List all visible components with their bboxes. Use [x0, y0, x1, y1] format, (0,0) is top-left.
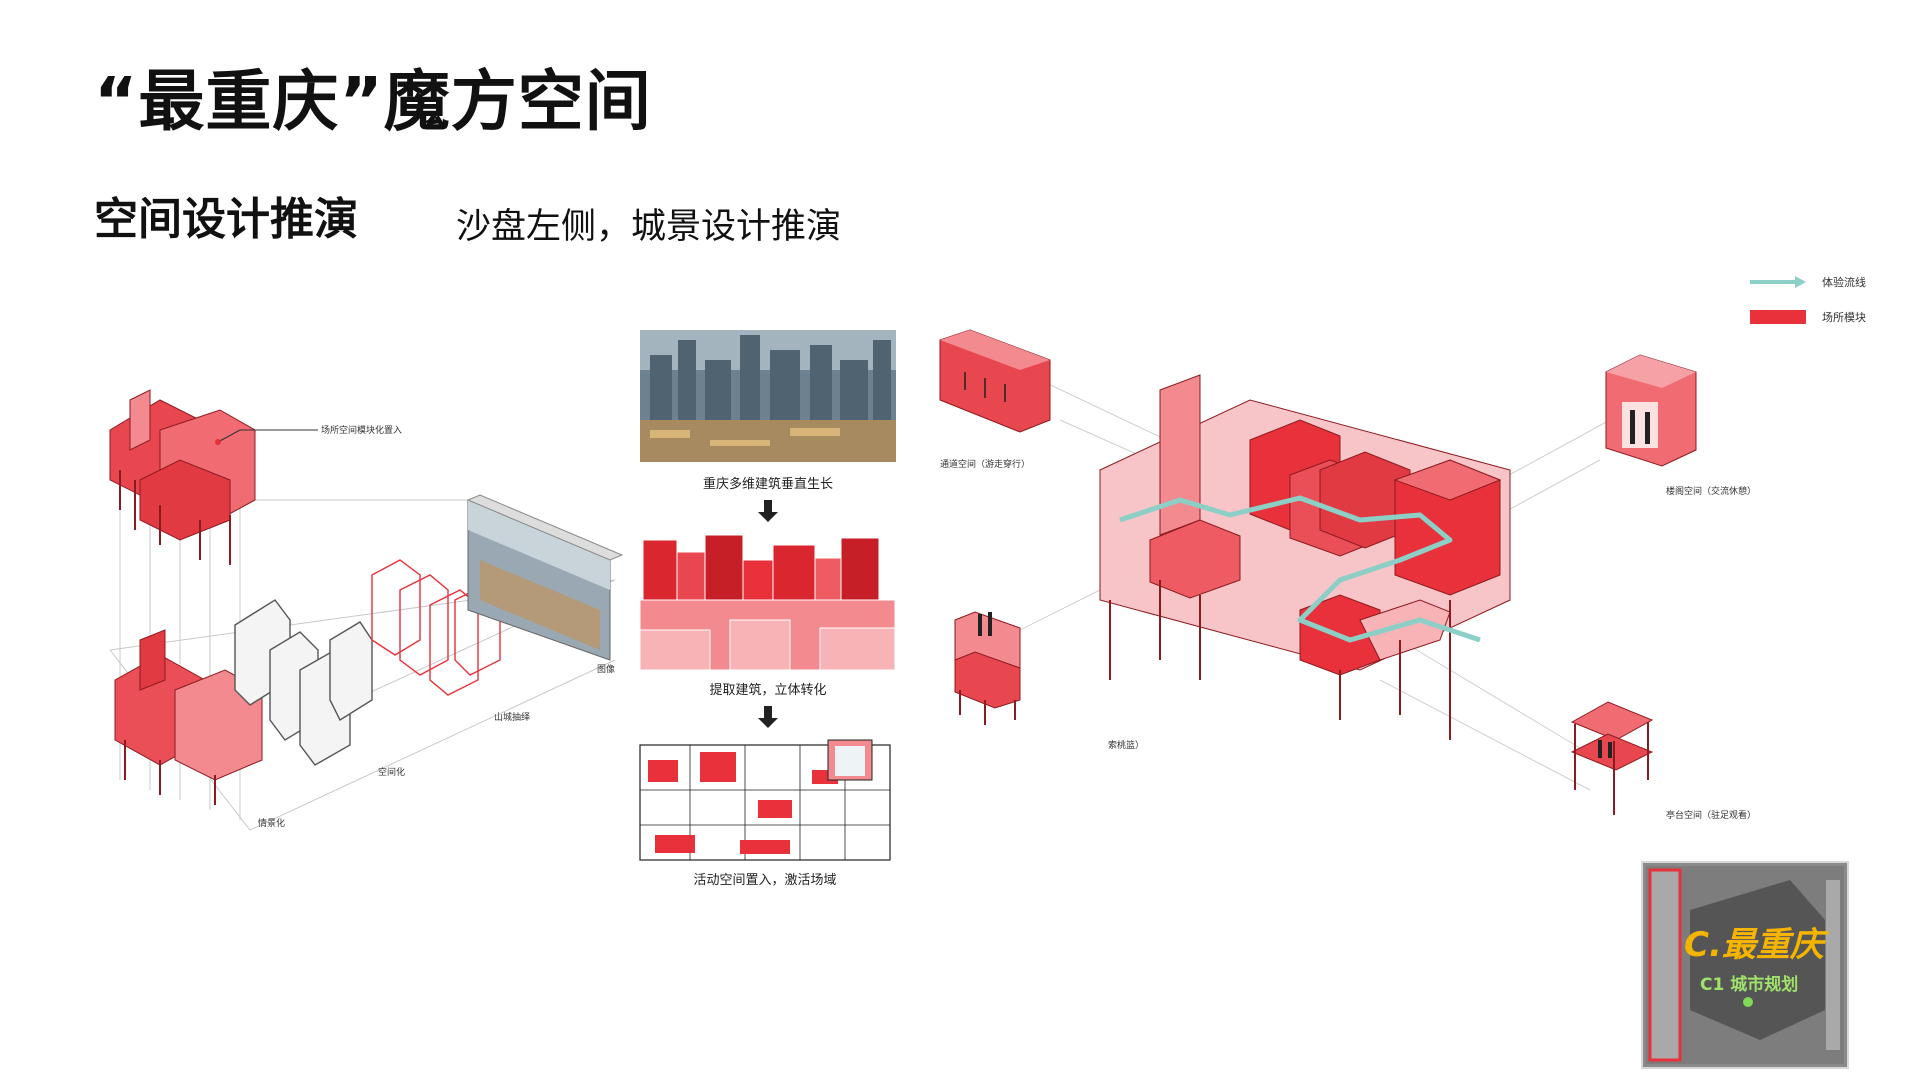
right-axonometric-diagram: 体验流线 场所模块 通道空间（游走穿行）: [939, 275, 1866, 821]
down-arrow-icon-2: [758, 706, 778, 728]
red-outline-layer: [371, 559, 501, 696]
layer-label-scenario: 情景化: [258, 817, 285, 829]
label-passage: 通道空间（游走穿行）: [940, 458, 1030, 470]
experience-flow-line: [1119, 495, 1481, 643]
red-swatch-icon: [1750, 310, 1806, 324]
label-pavilion: 楼阁空间（交流休憩）: [1666, 485, 1756, 497]
city-photo-panel: [640, 330, 896, 462]
red-module-cluster-bottom: [114, 629, 263, 805]
minimap-location-dot: [1743, 997, 1753, 1007]
layer-label-spatial: 空间化: [378, 766, 405, 778]
main-complex-columns: [1109, 580, 1451, 740]
main-complex: [1099, 374, 1511, 676]
minimap-title: C.最重庆: [1684, 925, 1830, 965]
callout-dot: [215, 439, 221, 445]
down-arrow-icon-1: [758, 500, 778, 522]
label-stage: 亭台空间（驻足观看）: [1666, 809, 1756, 821]
activity-section-panel: [639, 739, 891, 861]
red-massing-panel: [639, 534, 896, 671]
pavilion-module: [1605, 354, 1697, 467]
minimap-highlight: [1648, 868, 1682, 1062]
layer-label-image: 图像: [597, 663, 615, 675]
red-module-cluster-top: [109, 389, 256, 565]
image-layer-panel: [466, 494, 624, 661]
passage-module: [939, 329, 1051, 433]
left-layered-diagram: 场所空间模块化置入: [109, 389, 624, 831]
legend-label-flow: 体验流线: [1822, 275, 1866, 289]
stage-module: [1570, 701, 1654, 815]
legend: 体验流线 场所模块: [1750, 275, 1866, 324]
step1-caption: 重庆多维建筑垂直生长: [703, 476, 833, 492]
layer-label-mountain: 山城抽绎: [494, 711, 530, 723]
label-bridge: 索桃篮）: [1108, 739, 1144, 751]
section-note: 沙盘左侧，城景设计推演: [456, 207, 842, 247]
step2-caption: 提取建筑，立体转化: [709, 682, 826, 698]
slide-title: “最重庆”魔方空间: [94, 63, 652, 140]
minimap[interactable]: C.最重庆 C1 城市规划: [1641, 861, 1849, 1069]
step3-caption: 活动空间置入，激活场域: [693, 873, 836, 888]
middle-derivation-diagram: 重庆多维建筑垂直生长 提取建筑，立体转化: [639, 330, 896, 888]
minimap-subtitle: C1 城市规划: [1700, 974, 1798, 995]
tower-module-left: [954, 611, 1021, 725]
gray-grid-layer: [234, 599, 373, 766]
callout-leader: [217, 429, 241, 443]
legend-label-module: 场所模块: [1822, 310, 1866, 324]
callout-label: 场所空间模块化置入: [321, 424, 402, 436]
section-subtitle: 空间设计推演: [94, 194, 358, 245]
